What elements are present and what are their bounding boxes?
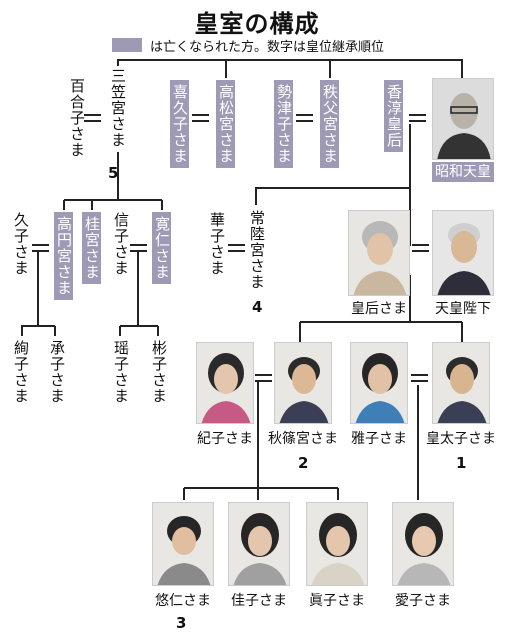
marriage-mark	[255, 374, 272, 382]
line-emperor-sons	[299, 321, 463, 342]
portrait-icon	[433, 79, 493, 159]
marriage-mark	[412, 244, 429, 252]
name-takamado: 高円宮さま	[54, 212, 73, 300]
name-hitachi: 常陸宮さま	[248, 210, 266, 290]
marriage-mark	[409, 114, 426, 122]
name-akiko: 彬子さま	[150, 340, 168, 404]
name-nobuko: 信子さま	[112, 212, 130, 276]
name-takamatsu: 高松宮さま	[216, 80, 235, 168]
legend-swatch	[112, 38, 142, 52]
marriage-mark	[32, 244, 49, 252]
portrait-icon	[393, 503, 453, 585]
line-mikasa-children	[117, 152, 148, 201]
name-kikuko: 喜久子さま	[170, 80, 189, 168]
portrait-icon	[307, 503, 367, 585]
caption-emperor: 天皇陛下	[435, 301, 491, 317]
portrait-icon	[349, 211, 409, 295]
caption-akishino: 秋篠宮さま	[268, 431, 338, 447]
caption-showa: 昭和天皇	[432, 162, 494, 182]
photo-masako	[350, 342, 408, 424]
line-tomohito-children	[119, 250, 159, 336]
rank-hitachi: 4	[252, 298, 263, 316]
rank-akishino: 2	[298, 454, 309, 472]
caption-empress: 皇后さま	[351, 301, 407, 317]
caption-mako: 眞子さま	[309, 593, 365, 609]
photo-emperor	[432, 210, 494, 296]
photo-showa	[432, 78, 494, 160]
photo-akishino	[274, 342, 332, 424]
caption-kako: 佳子さま	[231, 593, 287, 609]
name-yoko: 瑶子さま	[112, 340, 130, 404]
name-katsura: 桂宮さま	[82, 212, 101, 284]
name-mikasa: 三笠宮さま	[109, 68, 127, 148]
chart-title: 皇室の構成	[194, 10, 320, 38]
caption-masako: 雅子さま	[351, 431, 407, 447]
name-setsuko: 勢津子さま	[274, 80, 293, 168]
rank-hisahito: 3	[176, 614, 187, 632]
rank-mikasa: 5	[108, 164, 119, 182]
portrait-icon	[433, 211, 493, 295]
name-yuriko: 百合子さま	[68, 78, 86, 158]
portrait-icon	[229, 503, 289, 585]
photo-kiko	[196, 342, 254, 424]
marriage-mark	[296, 114, 313, 122]
line-takamado-children	[21, 250, 56, 336]
photo-hisahito	[152, 502, 214, 586]
line-mikasa-sons	[63, 199, 163, 210]
portrait-icon	[351, 343, 407, 423]
name-kojun: 香淳皇后	[384, 80, 403, 152]
rank-crown-prince: 1	[456, 454, 467, 472]
legend: は亡くなられた方。数字は皇位継承順位	[112, 36, 385, 55]
name-tsuguko2: 承子さま	[48, 340, 66, 404]
name-hanako: 華子さま	[208, 212, 226, 276]
marriage-mark	[192, 114, 209, 122]
photo-mako	[306, 502, 368, 586]
portrait-icon	[153, 503, 213, 585]
name-tsuguko: 絢子さま	[12, 340, 30, 404]
marriage-mark	[84, 114, 101, 122]
line-top-generation	[117, 59, 463, 78]
name-chichibu: 秩父宮さま	[320, 80, 339, 168]
legend-text: は亡くなられた方。数字は皇位継承順位	[150, 39, 385, 55]
name-hisako: 久子さま	[12, 212, 30, 276]
portrait-icon	[433, 343, 489, 423]
photo-empress	[348, 210, 410, 296]
name-tomohito: 寛仁さま	[152, 212, 171, 284]
photo-kako	[228, 502, 290, 586]
portrait-icon	[275, 343, 331, 423]
portrait-icon	[197, 343, 253, 423]
caption-crown-prince: 皇太子さま	[426, 431, 496, 447]
caption-kiko: 紀子さま	[197, 431, 253, 447]
marriage-mark	[130, 244, 147, 252]
line-akishino-children	[183, 380, 339, 500]
line-showa-children	[255, 124, 411, 205]
photo-aiko	[392, 502, 454, 586]
marriage-mark	[228, 244, 245, 252]
caption-aiko: 愛子さま	[395, 593, 451, 609]
marriage-mark	[411, 374, 428, 382]
photo-crown-prince	[432, 342, 490, 424]
caption-hisahito: 悠仁さま	[155, 593, 211, 609]
